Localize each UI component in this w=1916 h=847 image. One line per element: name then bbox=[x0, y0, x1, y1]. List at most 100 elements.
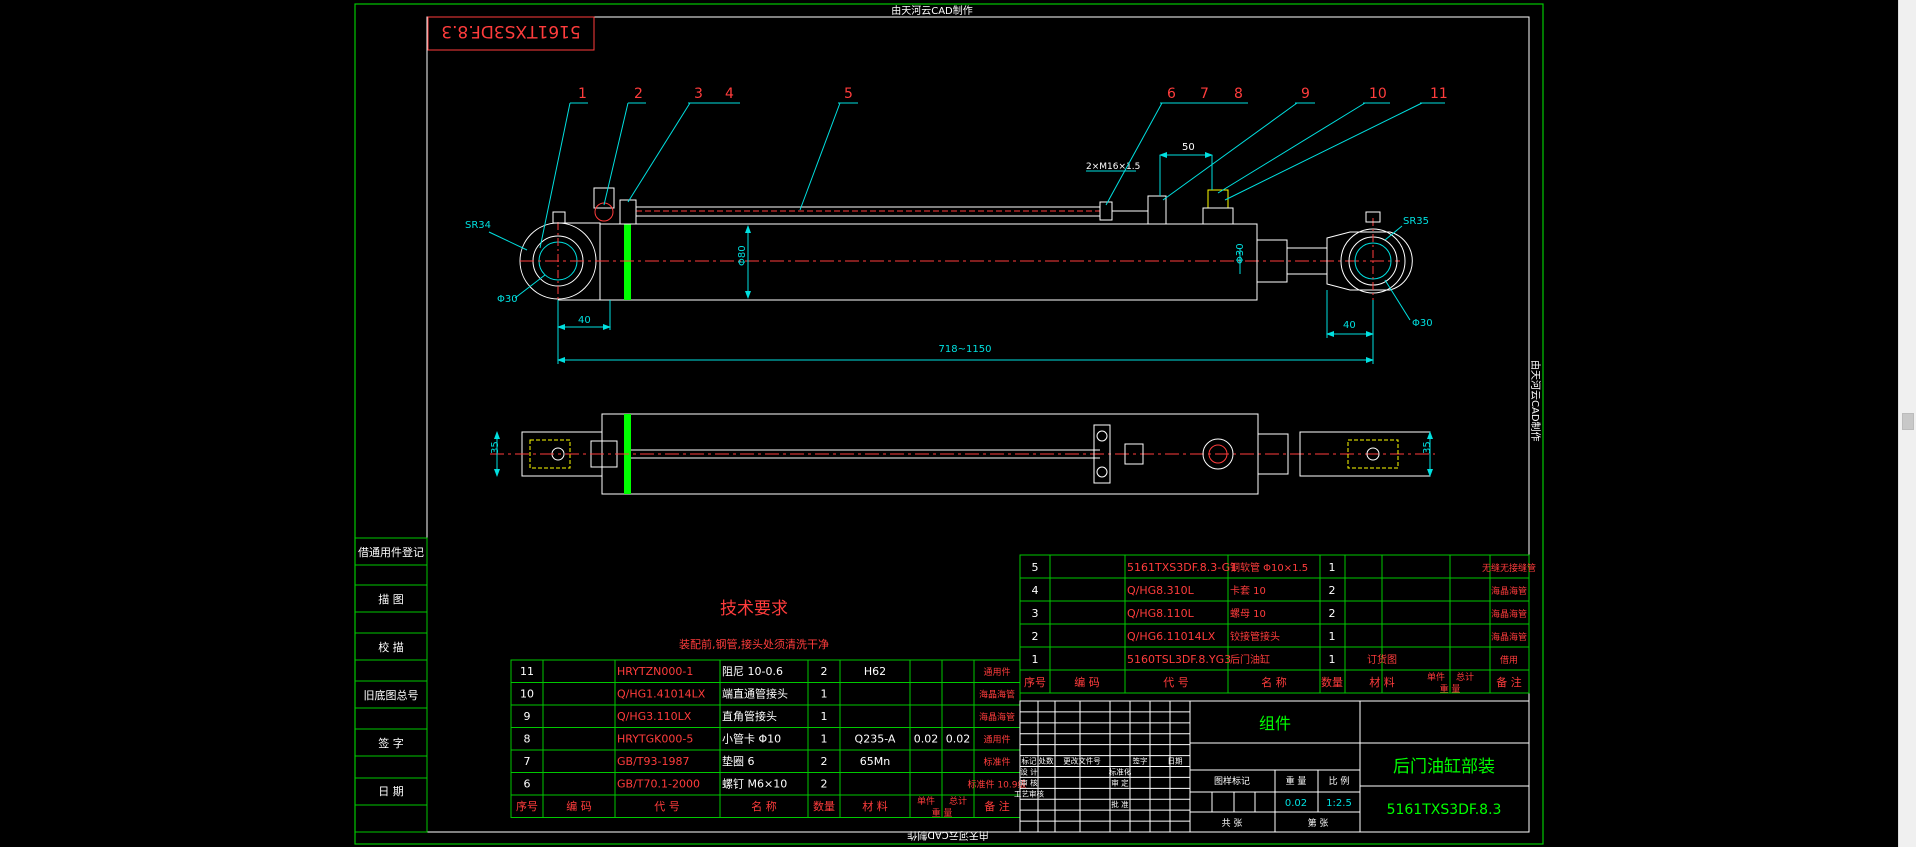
scrollbar-thumb[interactable] bbox=[1902, 413, 1914, 430]
tube-left-fitting bbox=[619, 199, 637, 225]
bom-left-cell-note: 海晶海管 bbox=[979, 689, 1015, 701]
bom-left-cell-code: HRYTGK000-5 bbox=[617, 733, 693, 746]
balloon-3: 3 bbox=[694, 86, 703, 102]
bom-left-cell-qty: 2 bbox=[821, 755, 828, 768]
bom-right-cell-code: Q/HG8.310L bbox=[1127, 584, 1195, 597]
tb-left-label: 签字 bbox=[1133, 756, 1148, 766]
top-right-pin bbox=[1366, 447, 1380, 461]
tb-sheet-label2: 第 张 bbox=[1308, 817, 1329, 829]
bom-right-cell-name: 卡套 10 bbox=[1230, 584, 1266, 597]
bom-left-cell-w2: 0.02 bbox=[946, 733, 971, 746]
side-cell-2: 校 描 bbox=[378, 640, 404, 654]
bom-right-cell-note: 海晶海管 bbox=[1491, 585, 1527, 597]
bom-right-cell-code: 5161TXS3DF.8.3-G1 bbox=[1127, 561, 1237, 574]
tb-left-label: 审 核 bbox=[1020, 777, 1038, 787]
balloons: 1 2 3 4 5 6 7 8 9 10 11 bbox=[539, 86, 1448, 249]
tb-weight-label: 重 量 bbox=[1286, 775, 1307, 787]
tb-left-label: 日期 bbox=[1168, 757, 1183, 766]
leader-sr35 bbox=[1384, 225, 1403, 241]
balloon-5: 5 bbox=[844, 86, 853, 102]
side-cell-5: 日 期 bbox=[378, 785, 404, 798]
dim-50: 50 bbox=[1182, 142, 1195, 153]
tb-left-label: 设 计 bbox=[1020, 766, 1038, 776]
mirrored-code-box bbox=[427, 16, 595, 51]
tb-code: 5161TXS3DF.8.3 bbox=[1387, 802, 1502, 818]
bom-right-header-w1: 单件 bbox=[1427, 671, 1445, 683]
bom-right-cell-name: 铜软管 Φ10×1.5 bbox=[1230, 561, 1308, 574]
balloon-2: 2 bbox=[634, 86, 643, 102]
bom-right-cell-qty: 1 bbox=[1329, 630, 1336, 643]
bom-left-cell-name: 端直通管接头 bbox=[722, 687, 788, 701]
bom-left-cell-name: 小管卡 Φ10 bbox=[722, 732, 781, 746]
tb-name: 后门油缸部装 bbox=[1393, 756, 1495, 777]
bom-left-cell-name: 垫圈 6 bbox=[722, 754, 755, 768]
bom-right-header-wt: 重 量 bbox=[1440, 683, 1461, 695]
top-view: 35 35 bbox=[490, 413, 1435, 495]
tb-stage-label: 图样标记 bbox=[1214, 775, 1250, 787]
bom-left-cell-qty: 1 bbox=[821, 688, 828, 701]
tb-left-label: 审 定 bbox=[1111, 777, 1129, 787]
balloon-10: 10 bbox=[1369, 86, 1387, 102]
top-clamp-bolt1 bbox=[1096, 430, 1108, 442]
bom-left-header-note: 备 注 bbox=[984, 799, 1010, 813]
balloon-7: 7 bbox=[1200, 86, 1209, 102]
bom-left-header-wt: 重 量 bbox=[932, 807, 953, 819]
bom-right-cell-note: 海晶海管 bbox=[1491, 608, 1527, 620]
bom-right-cell-name: 铰接管接头 bbox=[1230, 630, 1280, 643]
top-pipe-clamp bbox=[1093, 424, 1111, 484]
bom-right-header-no: 序号 bbox=[1024, 675, 1046, 689]
balloon-11: 11 bbox=[1430, 86, 1448, 102]
tb-scale: 1:2.5 bbox=[1326, 798, 1352, 809]
bom-right-header-w2: 总计 bbox=[1456, 671, 1474, 683]
bom-right-cell-no: 4 bbox=[1032, 584, 1039, 597]
elbow-fitting bbox=[1147, 195, 1167, 225]
tech-title: 技术要求 bbox=[720, 599, 788, 619]
bl-11b bbox=[1224, 102, 1423, 201]
bom-left-cell-code: Q/HG1.41014LX bbox=[617, 688, 706, 701]
bom-left-header-name: 名 称 bbox=[751, 799, 777, 813]
fitting-2 bbox=[593, 187, 615, 209]
tb-left-label: 标记 bbox=[1022, 756, 1038, 766]
bl-5b bbox=[799, 102, 841, 211]
bom-left-cell-no: 10 bbox=[520, 688, 534, 701]
tb-left-label: 处数 bbox=[1039, 756, 1055, 766]
bom-left-cell-w1: 0.02 bbox=[914, 733, 939, 746]
bom-right-cell-name: 后门油缸 bbox=[1230, 653, 1270, 666]
dim-sr34: SR34 bbox=[465, 220, 491, 231]
bom-left-cell-no: 9 bbox=[524, 710, 531, 723]
bom-left-cell-note: 标准件 10.9级 bbox=[968, 779, 1027, 791]
bom-left-cell-name: 直角管接头 bbox=[722, 709, 777, 723]
bom-left-cell-qty: 2 bbox=[821, 665, 828, 678]
dim-35-left: 35 bbox=[490, 441, 501, 454]
bom-left-cell-note: 海晶海管 bbox=[979, 711, 1015, 723]
bl-34b bbox=[627, 102, 691, 203]
balloon-8: 8 bbox=[1234, 86, 1243, 102]
side-cell-0: 借通用件登记 bbox=[358, 545, 424, 559]
dim-sr35: SR35 bbox=[1403, 216, 1429, 227]
watermark-bottom: 由天河云CAD制作 bbox=[907, 829, 989, 842]
bom-left-header-w2: 总计 bbox=[949, 795, 967, 807]
outer-frame bbox=[354, 3, 1544, 845]
dim-phi30-rod: Φ30 bbox=[1235, 243, 1246, 264]
bl-1b bbox=[539, 102, 571, 249]
bom-right-header-bm: 编 码 bbox=[1074, 675, 1100, 689]
bom-right-cell-no: 2 bbox=[1032, 630, 1039, 643]
tb-left-label: 更改文件号 bbox=[1063, 756, 1101, 766]
bom-right-cell-mat: 订货图 bbox=[1367, 653, 1397, 666]
bl-2b bbox=[603, 102, 629, 206]
bom-left-cell-no: 11 bbox=[520, 665, 534, 678]
tech-line1: 装配前,钢管,接头处须清洗干净 bbox=[679, 637, 829, 651]
mirrored-code: 5161TXS3DF.8.3 bbox=[441, 21, 580, 41]
bom-left-cell-qty: 2 bbox=[821, 778, 828, 791]
balloon-6: 6 bbox=[1167, 86, 1176, 102]
bom-right-cell-code: 5160TSL3DF.8.YG3 bbox=[1127, 653, 1231, 666]
bom-right-header-code: 代 号 bbox=[1163, 676, 1189, 689]
bom-right-cell-no: 1 bbox=[1032, 653, 1039, 666]
leader-phi30-left bbox=[514, 274, 546, 299]
vertical-scrollbar[interactable] bbox=[1898, 0, 1916, 847]
dim-35-right: 35 bbox=[1422, 441, 1433, 454]
bl-10b bbox=[1217, 102, 1366, 194]
